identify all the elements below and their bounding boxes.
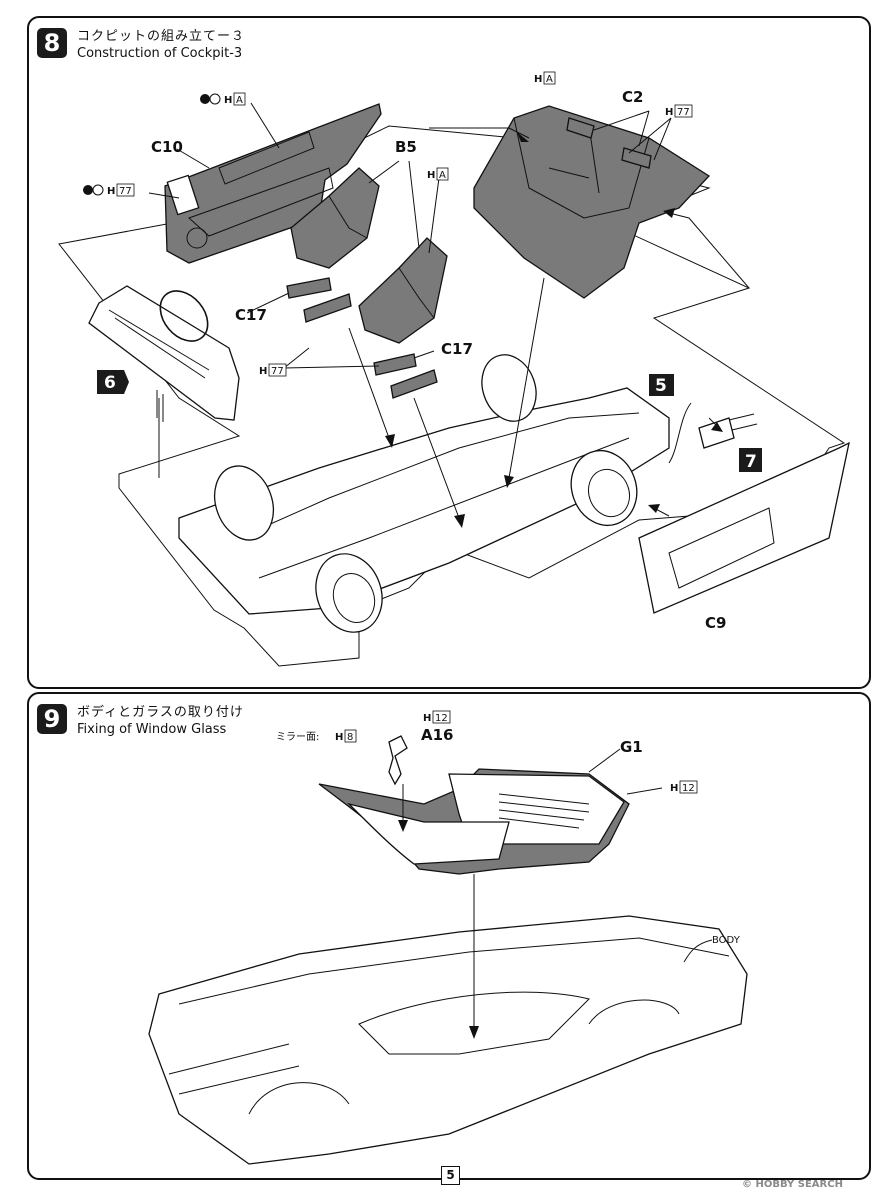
label-b5: B5 [395,138,417,156]
g1-window-glass [318,768,630,875]
svg-text:ミラー面:: ミラー面: [276,731,319,743]
paint-callout-h-a-top: H A [200,92,246,106]
svg-text:H: H [665,107,673,118]
step-9-number: 9 [37,704,67,734]
paint-callout-h-77-left: H 77 [83,183,135,197]
chassis [178,354,670,633]
svg-text:77: 77 [271,366,284,377]
svg-text:H: H [335,732,343,743]
assembly-arrows [158,127,750,528]
svg-text:H: H [259,366,267,377]
step-8-panel: 8 コクピットの組み立てー３ Construction of Cockpit-3 [27,16,871,689]
step-8-title-jp: コクピットの組み立てー３ [77,29,246,44]
watermark: © HOBBY SEARCH [742,1179,843,1190]
rear-seat [473,105,711,299]
paint-callout-h-77-c2: H 77 [665,104,693,118]
svg-text:77: 77 [119,186,132,197]
assembly-arrows [398,784,479,1039]
svg-text:H: H [224,95,232,106]
paint-callout-mirror: ミラー面: H 8 [276,729,357,743]
label-c17-b: C17 [441,340,473,358]
svg-text:H: H [107,186,115,197]
paint-callout-h-a-rear: H A [534,71,556,85]
paint-callout-h-12-a16: H 12 [423,710,451,724]
leader-lines [148,102,672,369]
label-body: BODY [712,935,741,946]
label-c2: C2 [622,88,643,106]
c17-seat-rails [286,277,438,399]
svg-text:A: A [439,170,446,181]
paint-callout-h-12-g1: H 12 [670,780,698,794]
page-number: 5 [441,1166,460,1185]
svg-text:7: 7 [745,452,757,472]
step-7-subassembly [668,402,758,464]
a16-mirror-part [388,735,408,786]
svg-text:12: 12 [435,713,448,724]
label-c10: C10 [151,138,183,156]
step-9-title-jp: ボディとガラスの取り付け [77,705,244,720]
step-8-diagram: C10 B5 C2 C17 C17 C9 H A H 77 H [58,71,850,667]
svg-text:12: 12 [682,783,695,794]
svg-text:8: 8 [347,732,353,743]
step-ref-7: 7 [739,448,762,472]
b5-seats [290,167,448,344]
car-body [148,915,748,1165]
label-a16: A16 [421,726,453,744]
paint-callout-h-a-seat: H A [427,167,449,181]
label-c17-a: C17 [235,306,267,324]
step-9-diagram: A16 G1 BODY H 12 ミラー面: H 8 H 12 [148,710,748,1165]
svg-text:5: 5 [655,376,667,396]
svg-text:77: 77 [677,107,690,118]
paint-callout-h-77-c17: H 77 [259,363,287,377]
svg-text:H: H [670,783,678,794]
svg-text:6: 6 [104,373,116,393]
svg-text:H: H [427,170,435,181]
label-c9: C9 [705,614,726,632]
step-ref-6: 6 [97,370,129,394]
step-ref-5: 5 [649,374,674,396]
step-9-title-en: Fixing of Window Glass [77,722,227,737]
svg-text:H: H [534,74,542,85]
c9-rear-panel [638,441,850,614]
label-g1: G1 [620,738,643,756]
svg-text:H: H [423,713,431,724]
step-8-number: 8 [37,28,67,58]
dashboard-assembly [88,285,240,422]
svg-text:A: A [546,74,553,85]
step-9-panel: 9 ボディとガラスの取り付け Fixing of Window Glass [27,692,871,1180]
c10-side-panel [164,103,382,264]
svg-text:A: A [236,95,243,106]
leader-lines [588,748,713,963]
step-8-title-en: Construction of Cockpit-3 [77,46,243,61]
